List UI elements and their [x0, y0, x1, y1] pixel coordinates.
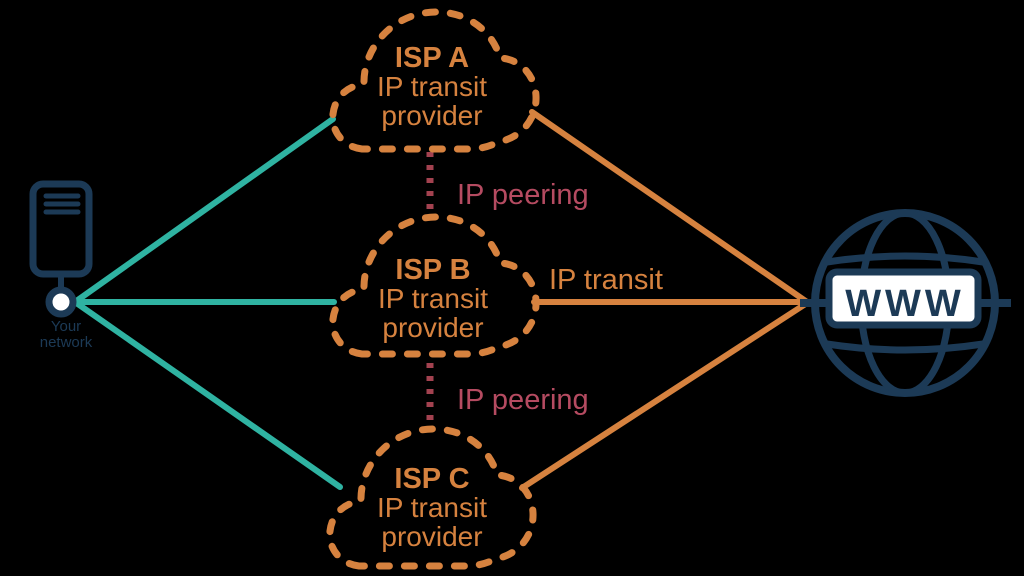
cloud-isp-b-name: ISP B — [395, 254, 470, 286]
peering-label-a-b: IP peering — [457, 179, 589, 211]
link-server-isp-c — [72, 299, 343, 490]
cloud-isp-c-name: ISP C — [394, 463, 469, 495]
peering-label-b-c: IP peering — [457, 384, 589, 416]
cloud-isp-b-role-line1: IP transit — [378, 283, 488, 314]
server-label-line2: network — [40, 334, 93, 351]
cloud-isp-c-role-line2: provider — [381, 521, 482, 552]
server-port-dot — [45, 286, 77, 318]
www-banner — [825, 268, 982, 329]
internet-links — [519, 109, 810, 491]
globe-latitude-top — [826, 252, 984, 266]
server-links — [72, 116, 343, 490]
cloud-isp-a-role-line1: IP transit — [377, 71, 487, 102]
www-label: WWW — [845, 283, 965, 325]
cloud-isp-a-role-line2: provider — [381, 100, 482, 131]
transit-label: IP transit — [549, 264, 663, 296]
cloud-isp-c-role-line1: IP transit — [377, 492, 487, 523]
link-server-isp-a — [72, 116, 336, 305]
server-icon: Your network — [29, 180, 93, 351]
link-isp-c-internet — [519, 300, 810, 491]
globe-icon: WWW — [800, 209, 1011, 397]
link-isp-a-internet — [529, 109, 810, 305]
cloud-isp-a-name: ISP A — [395, 42, 469, 74]
cloud-isp-b-role-line2: provider — [382, 312, 483, 343]
server-label-line1: Your — [51, 318, 81, 335]
globe-latitude-bottom — [826, 340, 984, 354]
